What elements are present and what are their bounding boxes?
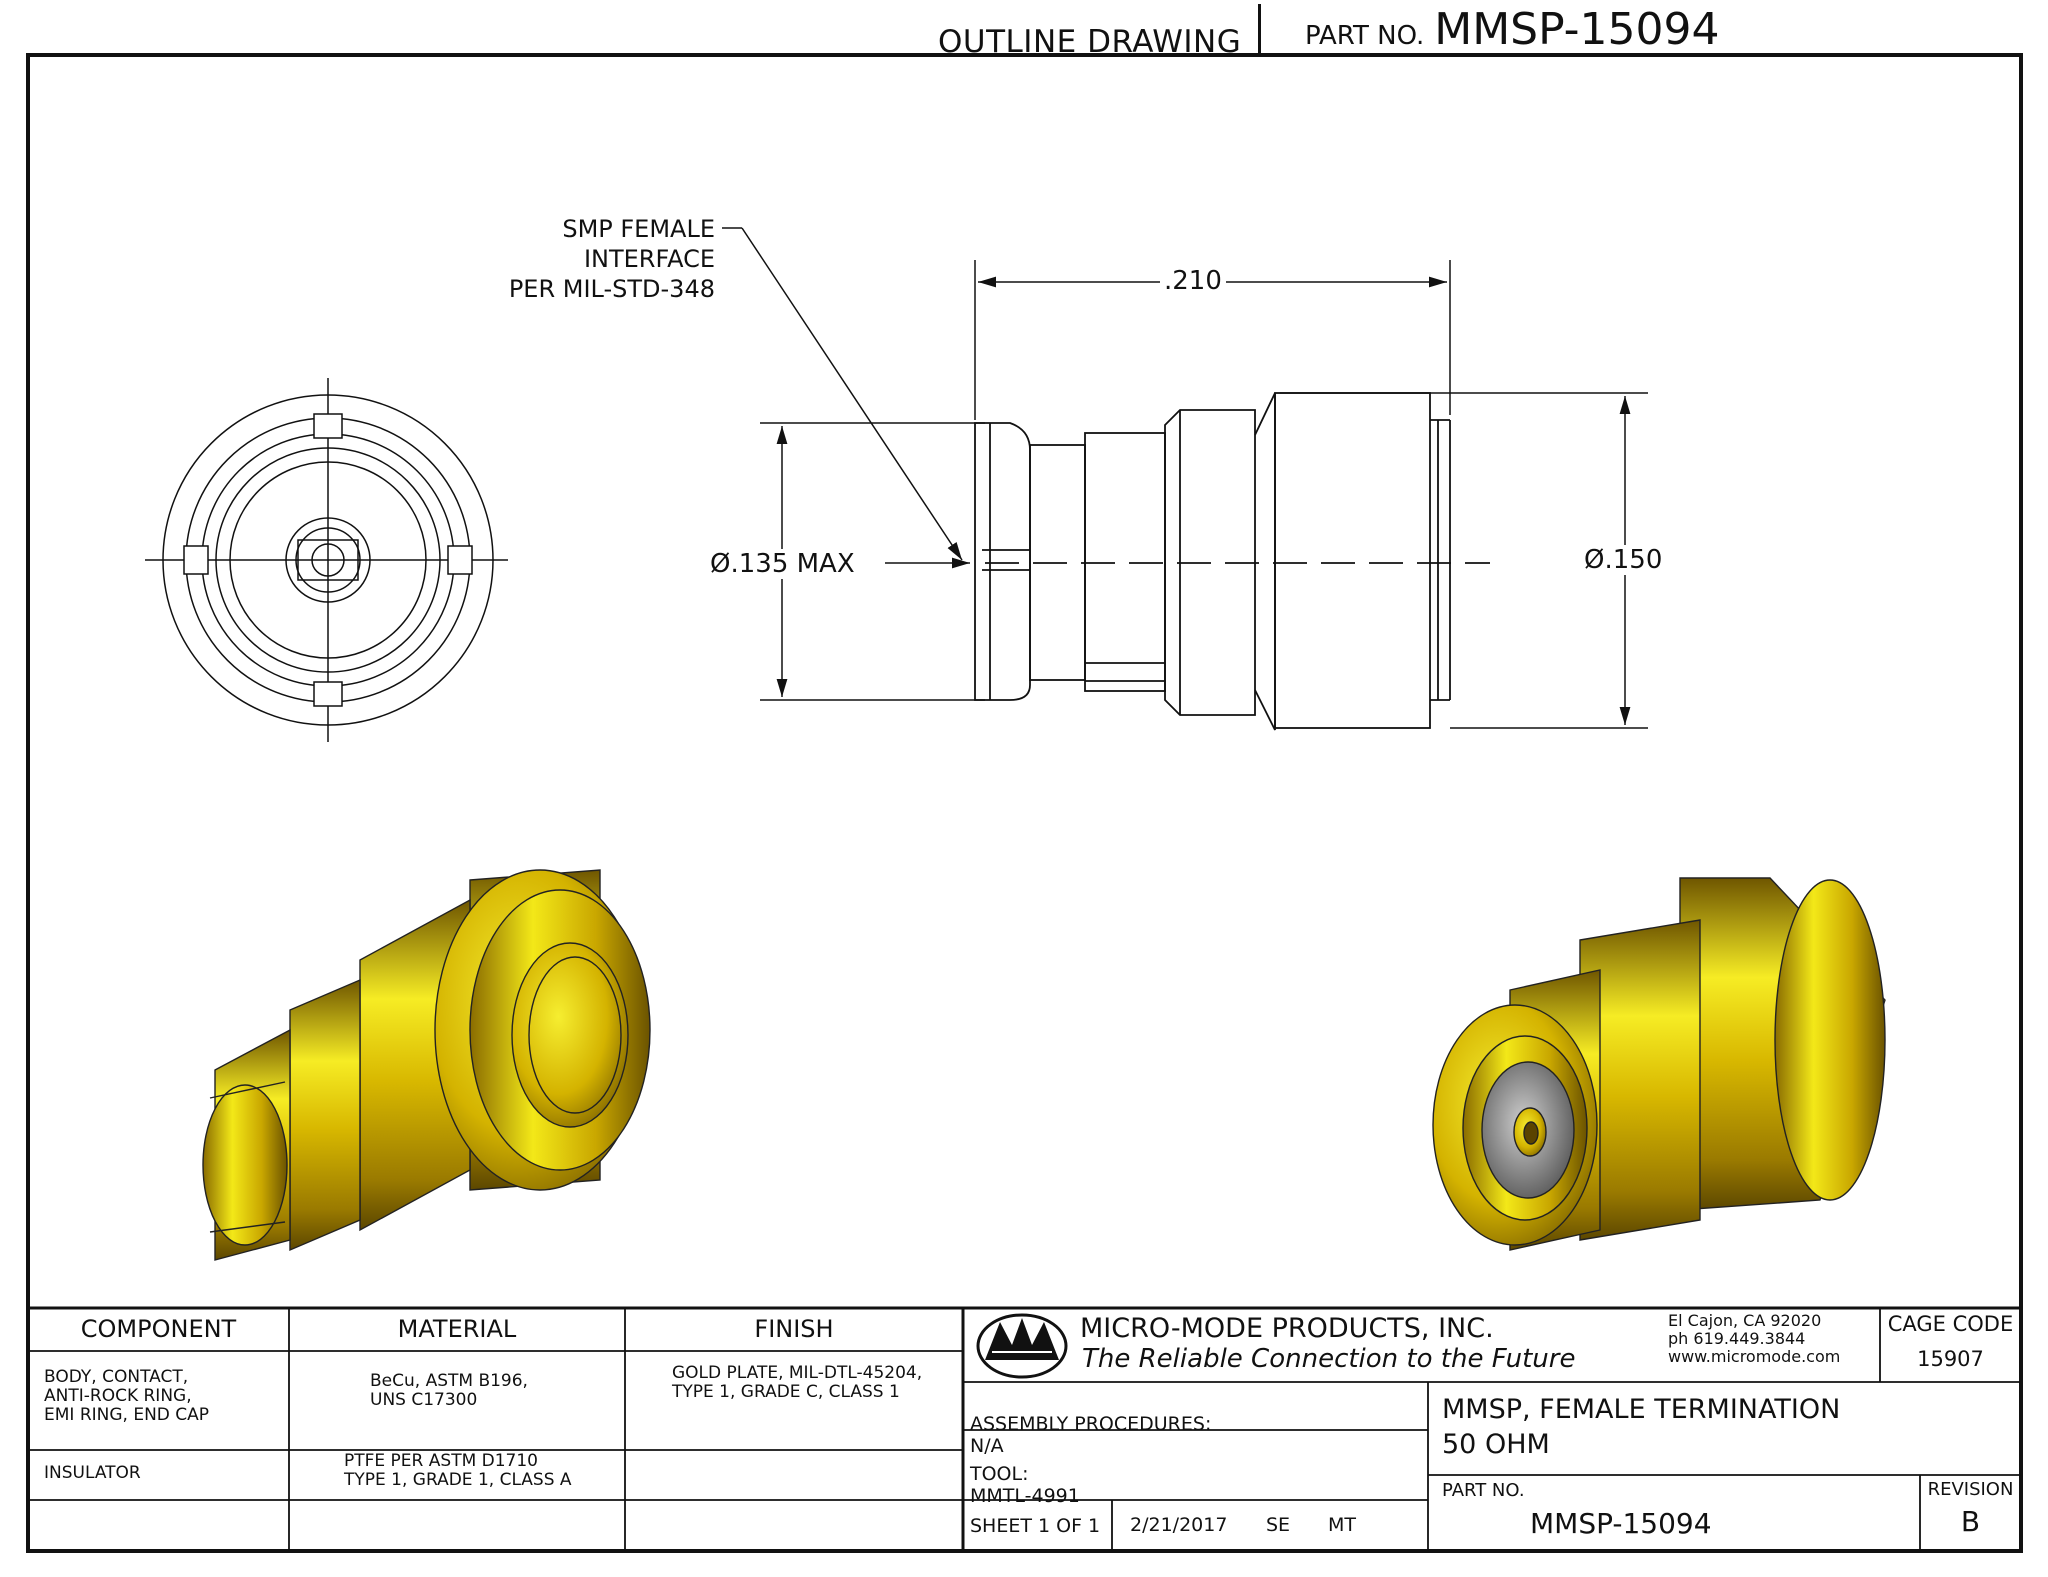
- title-block-frame: [28, 1306, 2021, 1551]
- bom-row2-component: INSULATOR: [44, 1463, 141, 1483]
- assembly-label: ASSEMBLY PROCEDURES:: [970, 1413, 1212, 1436]
- sheet-border: [26, 53, 2023, 1553]
- sheet-number: SHEET 1 OF 1: [970, 1515, 1101, 1537]
- assembly-value: N/A: [970, 1434, 1004, 1457]
- dimension-length: .210: [1160, 266, 1226, 296]
- revision-label: REVISION: [1927, 1479, 2014, 1500]
- tool-label: TOOL:: [970, 1463, 1029, 1486]
- company-address: El Cajon, CA 92020 ph 619.449.3844 www.m…: [1668, 1311, 1841, 1366]
- end-view: [145, 378, 508, 742]
- part-number-value: MMSP-15094: [1530, 1507, 1712, 1540]
- part-number-label: PART NO.: [1442, 1480, 1525, 1501]
- bom-row1-finish: GOLD PLATE, MIL-DTL-45204, TYPE 1, GRADE…: [672, 1363, 923, 1403]
- drawn-by: SE: [1266, 1514, 1291, 1536]
- isometric-view-left: [202, 869, 651, 1261]
- assembly-procedures: ASSEMBLY PROCEDURES: N/A: [970, 1393, 1217, 1457]
- dimension-lines: [722, 227, 1648, 729]
- bom-row1-material: BeCu, ASTM B196, UNS C17300: [370, 1371, 528, 1411]
- dimension-diameter-large: Ø.150: [1580, 545, 1667, 575]
- bom-header-material: MATERIAL: [397, 1315, 517, 1343]
- bom-row1-component: BODY, CONTACT, ANTI-ROCK RING, EMI RING,…: [44, 1367, 210, 1426]
- bom-header-finish: FINISH: [754, 1315, 834, 1343]
- interface-note: SMP FEMALE INTERFACE PER MIL-STD-348: [508, 215, 715, 303]
- header-part-label: PART NO.: [1305, 21, 1425, 51]
- company-logo-icon: [976, 1313, 1068, 1379]
- isometric-view-right: [1432, 877, 1886, 1251]
- header-part-number: PART NO. MMSP-15094: [1305, 4, 1720, 55]
- checked-by: MT: [1328, 1514, 1356, 1536]
- tool-value: MMTL-4991: [970, 1484, 1080, 1507]
- cage-code-value: 15907: [1917, 1347, 1984, 1371]
- drawing-date: 2/21/2017: [1130, 1514, 1228, 1536]
- dimension-diameter-small: Ø.135 MAX: [706, 549, 859, 579]
- cage-code-label: CAGE CODE: [1887, 1312, 2014, 1336]
- bom-row2-material: PTFE PER ASTM D1710 TYPE 1, GRADE 1, CLA…: [344, 1451, 572, 1491]
- tool-field: TOOL: MMTL-4991: [970, 1443, 1080, 1507]
- header-separator: [1258, 4, 1261, 54]
- side-view: [974, 392, 1490, 731]
- header-part-value: MMSP-15094: [1434, 4, 1720, 55]
- part-description: MMSP, FEMALE TERMINATION 50 OHM: [1442, 1394, 1841, 1461]
- revision-value: B: [1960, 1505, 1981, 1538]
- company-tagline: The Reliable Connection to the Future: [1082, 1344, 1576, 1374]
- bom-header-component: COMPONENT: [80, 1315, 237, 1343]
- company-name: MICRO-MODE PRODUCTS, INC.: [1080, 1313, 1494, 1344]
